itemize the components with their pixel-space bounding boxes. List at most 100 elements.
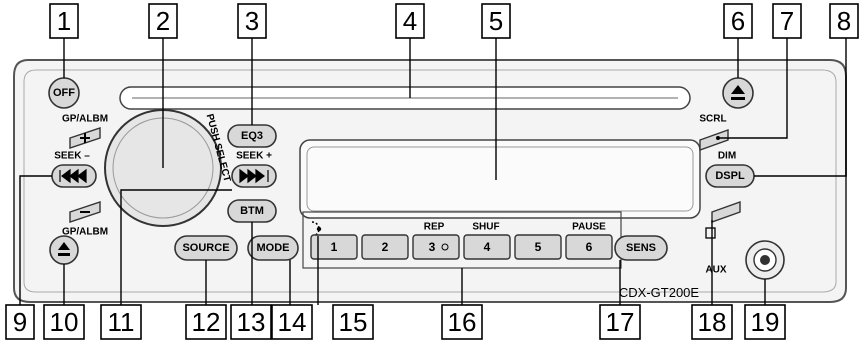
callout-7-number: 7 — [780, 6, 794, 36]
callout-13: 13 — [230, 304, 272, 340]
scrl-button[interactable] — [699, 129, 729, 151]
callout-14-number: 14 — [278, 307, 307, 337]
scrl-dot-icon — [716, 136, 720, 140]
callout-3-number: 3 — [245, 6, 259, 36]
gp-albm-bottom-label: GP/ALBM — [62, 227, 108, 238]
off-button-label: OFF — [53, 87, 75, 99]
callout-11: 11 — [100, 304, 142, 340]
callout-14: 14 — [271, 304, 313, 340]
preset-6-label: 6 — [586, 240, 593, 254]
callout-8-number: 8 — [837, 6, 851, 36]
dim-label: DIM — [718, 151, 736, 162]
callout-17-number: 17 — [606, 307, 635, 337]
preset-4-label: 4 — [484, 240, 491, 254]
pause-label: PAUSE — [572, 222, 606, 233]
shuf-label: SHUF — [472, 222, 499, 233]
callout-13-number: 13 — [237, 307, 266, 337]
callout-2-number: 2 — [156, 6, 170, 36]
callout-4-number: 4 — [403, 6, 417, 36]
gp-albm-top-label: GP/ALBM — [62, 114, 108, 125]
callout-10-number: 10 — [50, 307, 79, 337]
dspl-button[interactable]: DSPL — [705, 164, 755, 188]
off-button[interactable]: OFF — [48, 77, 80, 109]
preset-3-label: 3 — [429, 240, 436, 254]
leader-8 — [754, 38, 847, 177]
preset-2-label: 2 — [382, 240, 389, 254]
preset-1-button[interactable]: 1 — [310, 234, 358, 260]
callout-4: 4 — [395, 3, 425, 39]
callout-19-number: 19 — [751, 307, 780, 337]
callout-5: 5 — [481, 3, 511, 39]
callout-15-number: 15 — [339, 307, 368, 337]
preset-1-label: 1 — [331, 240, 338, 254]
seek-back-button[interactable] — [51, 164, 97, 188]
callout-19: 19 — [744, 304, 786, 340]
remote-sensor-dot — [316, 226, 322, 232]
mode-button[interactable]: MODE — [247, 235, 299, 261]
rep-label: REP — [424, 222, 445, 233]
callout-16: 16 — [441, 304, 483, 340]
callout-3: 3 — [237, 3, 267, 39]
callout-5-number: 5 — [489, 6, 503, 36]
seek-plus-label: SEEK + — [236, 151, 272, 162]
callout-18: 18 — [691, 304, 733, 340]
gp-albm-minus-button[interactable] — [69, 201, 101, 223]
source-button[interactable]: SOURCE — [174, 235, 238, 261]
eject-button[interactable] — [722, 77, 754, 109]
callout-9-number: 9 — [13, 307, 27, 337]
eq3-button-label: EQ3 — [241, 130, 263, 142]
preset-3-button[interactable]: 3 — [412, 234, 460, 260]
btm-button[interactable]: BTM — [227, 199, 277, 223]
leader-9 — [19, 175, 52, 315]
aux-label: AUX — [705, 265, 726, 276]
callout-6-number: 6 — [731, 6, 745, 36]
btm-button-label: BTM — [240, 205, 264, 217]
preset-5-label: 5 — [535, 240, 542, 254]
reset-icon — [705, 227, 716, 239]
preset-4-button[interactable]: 4 — [463, 234, 511, 260]
model-name: CDX-GT200E — [619, 285, 700, 300]
release-button[interactable] — [49, 235, 79, 265]
sens-button-label: SENS — [626, 242, 656, 254]
callout-12-number: 12 — [192, 307, 221, 337]
callout-6: 6 — [723, 3, 753, 39]
leader-7 — [720, 38, 788, 139]
seek-back-icon — [59, 168, 87, 184]
aux-input-jack[interactable] — [745, 240, 785, 280]
eq3-button[interactable]: EQ3 — [227, 124, 277, 148]
display-window-inner — [306, 146, 694, 212]
preset-5-button[interactable]: 5 — [514, 234, 562, 260]
callout-1: 1 — [49, 3, 79, 39]
panel-inner-outline — [23, 69, 837, 293]
callout-10: 10 — [43, 304, 85, 340]
front-panel-release-icon — [58, 242, 70, 256]
callout-9: 9 — [5, 304, 35, 340]
display-window — [299, 139, 701, 219]
seek-minus-label: SEEK – — [54, 151, 90, 162]
reset-button[interactable] — [711, 201, 741, 223]
callout-8: 8 — [829, 3, 859, 39]
gp-albm-plus-button[interactable] — [69, 127, 101, 149]
source-button-label: SOURCE — [182, 242, 229, 254]
mode-button-label: MODE — [257, 242, 290, 254]
seek-forward-button[interactable] — [231, 164, 277, 188]
callout-7: 7 — [772, 3, 802, 39]
scrl-label: SCRL — [699, 114, 726, 125]
plus-icon — [80, 133, 90, 143]
eject-icon — [731, 85, 745, 100]
sens-button[interactable]: SENS — [614, 235, 668, 261]
dspl-button-label: DSPL — [715, 170, 745, 182]
callout-1-number: 1 — [57, 6, 71, 36]
callout-11-number: 11 — [108, 307, 135, 337]
leader-11 — [120, 189, 232, 305]
callout-18-number: 18 — [698, 307, 727, 337]
leader-lines — [19, 38, 847, 315]
preset-2-button[interactable]: 2 — [361, 234, 409, 260]
callout-12: 12 — [185, 304, 227, 340]
preset-3-indicator-icon — [441, 243, 449, 251]
seek-forward-icon — [239, 168, 269, 184]
preset-6-button[interactable]: 6 — [565, 234, 613, 260]
callout-17: 17 — [599, 304, 641, 340]
callout-15: 15 — [332, 304, 374, 340]
